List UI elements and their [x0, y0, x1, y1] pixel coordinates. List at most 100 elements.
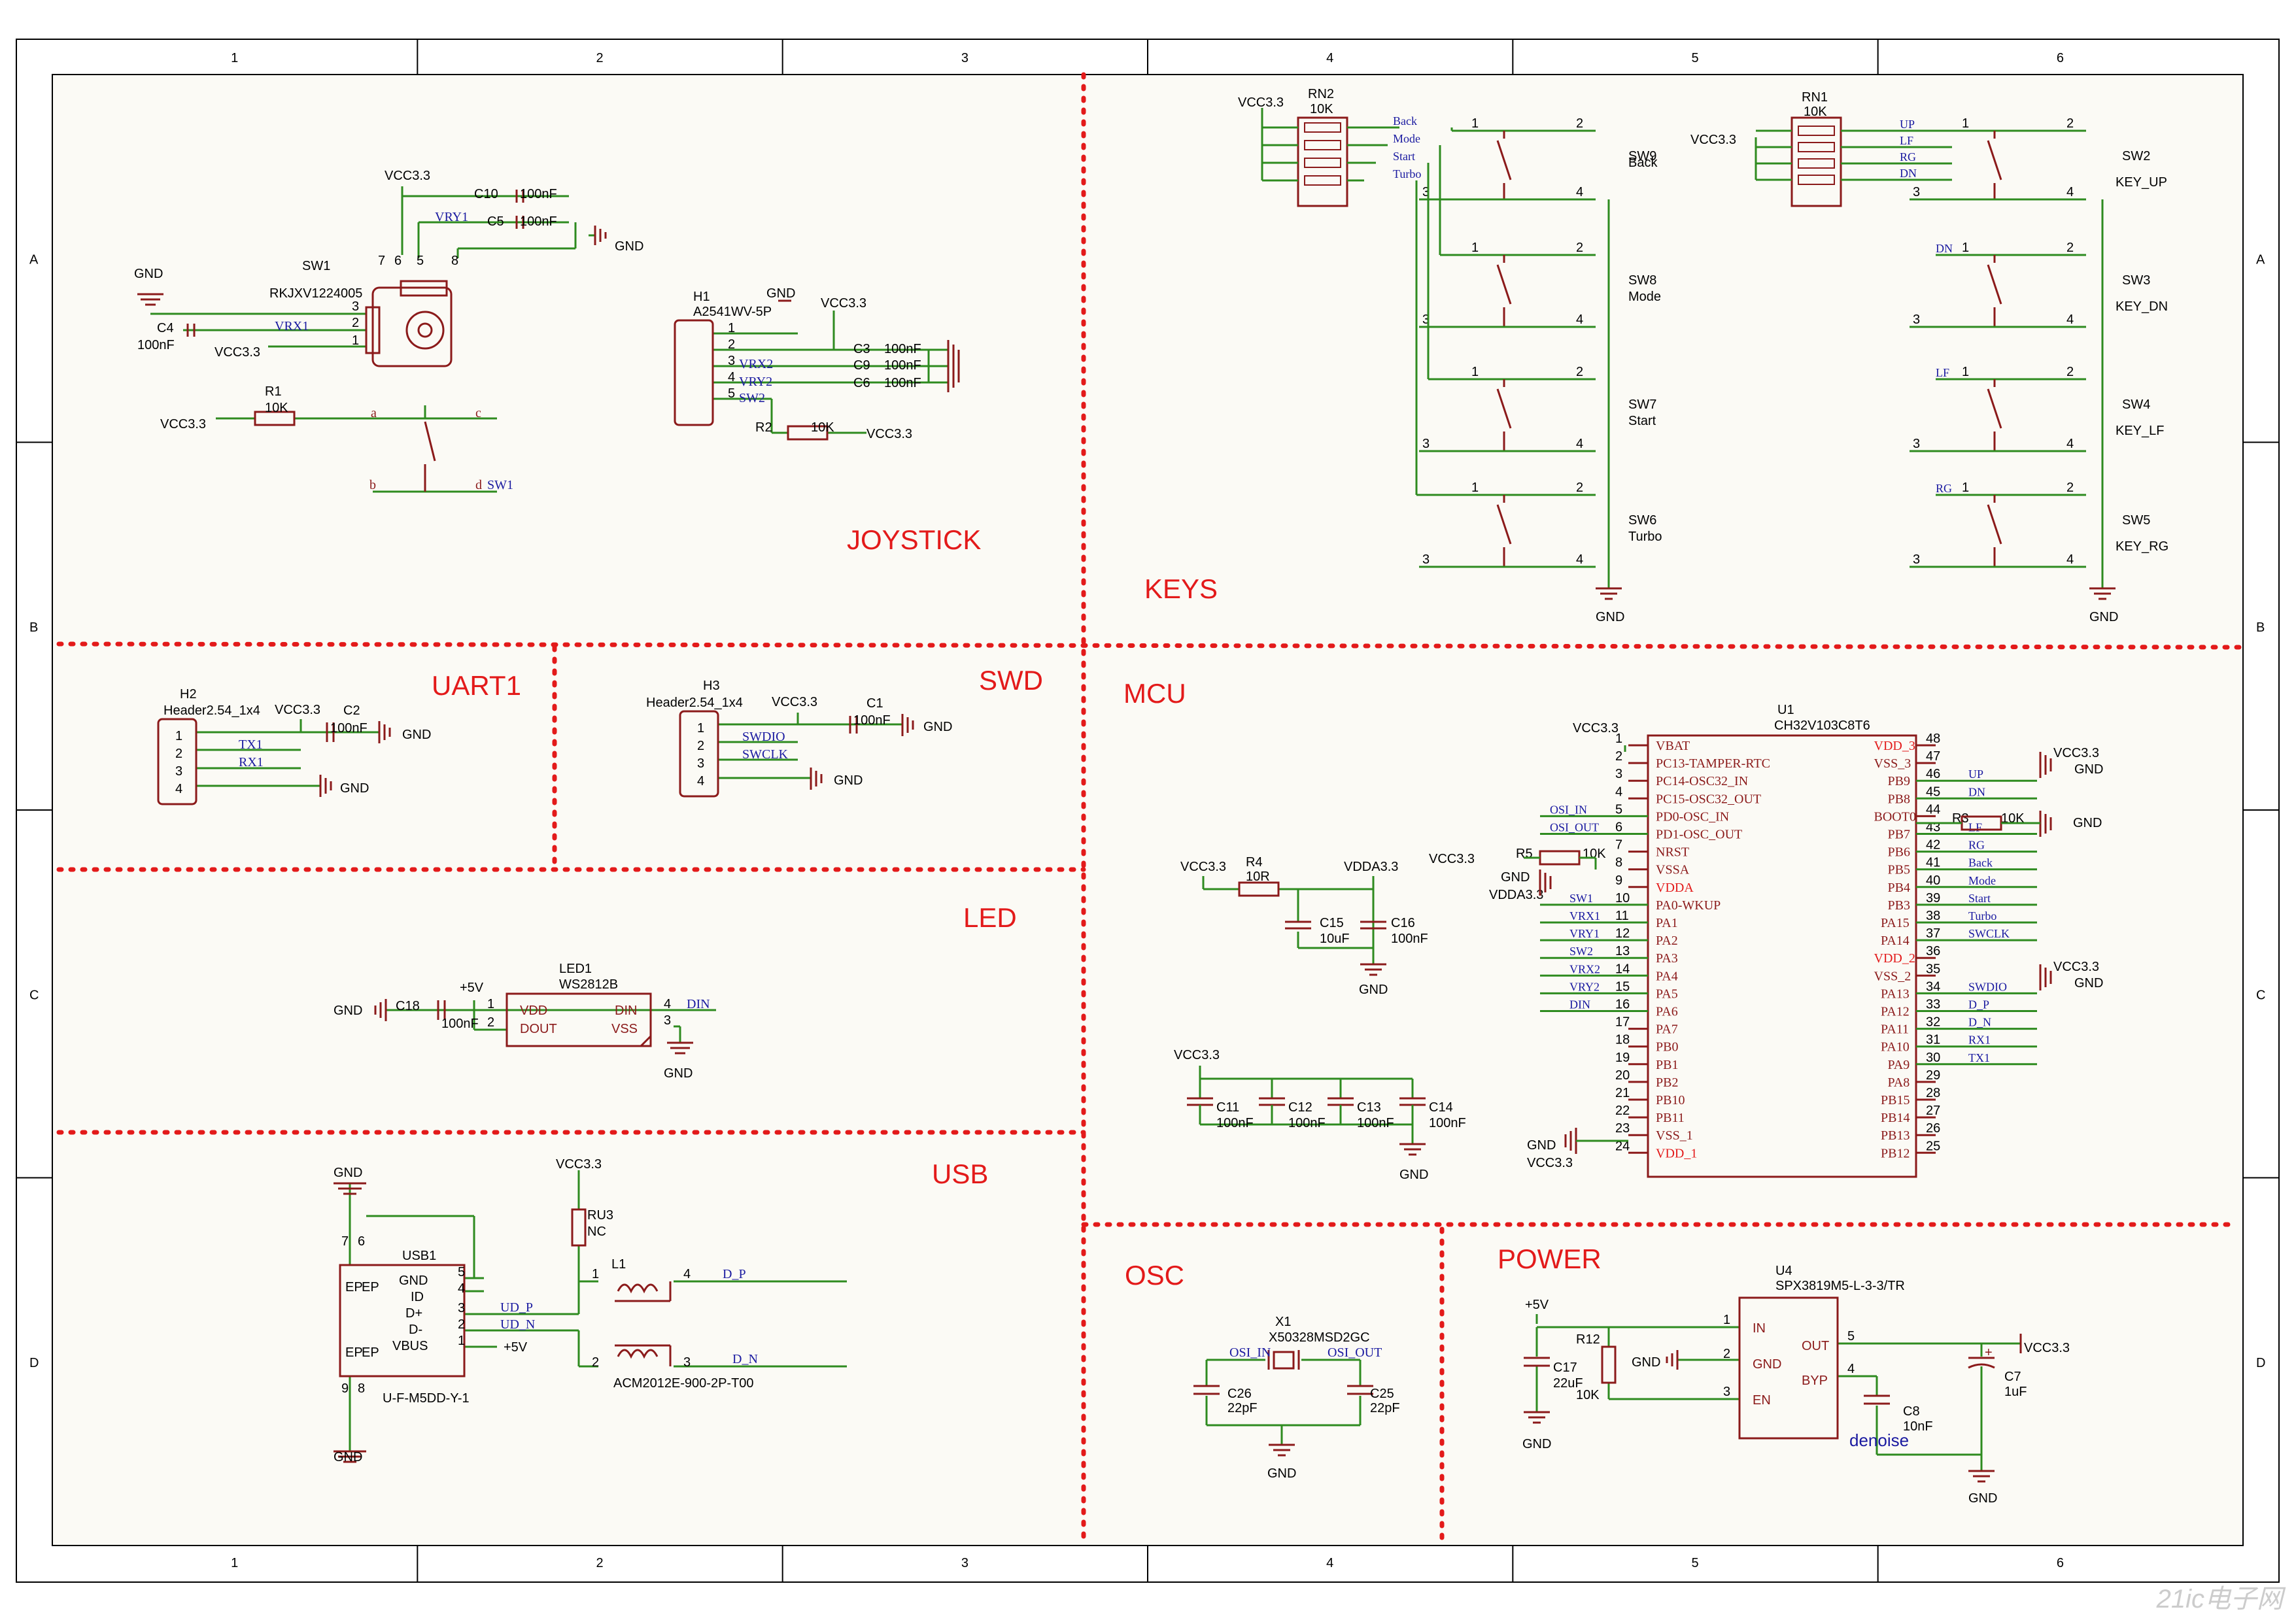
u1-right-pin-num: 29 [1926, 1068, 1940, 1083]
u1-left-pin-name: PB1 [1656, 1058, 1678, 1072]
h2-ref: H2 [180, 687, 197, 701]
u1-right-pin-num: 28 [1926, 1086, 1940, 1100]
rn1-ref: RN1 [1802, 90, 1828, 105]
u1-right-net-up: UP [1968, 768, 1983, 781]
u1-left-net-vrx2: VRX2 [1569, 962, 1600, 975]
u1-left-pin-name: VDDA [1656, 881, 1694, 895]
l1-pin-2: 2 [592, 1355, 599, 1370]
section-title-swd: SWD [979, 665, 1043, 696]
u1-left-net-sw1: SW1 [1569, 892, 1593, 905]
decap-val: 100nF [1357, 1116, 1394, 1130]
frame-col-label-top: 5 [1692, 51, 1699, 65]
vry1-net: VRY1 [435, 210, 468, 224]
joy-pin-8: 8 [451, 254, 458, 268]
vdda-label: VDDA3.3 [1344, 860, 1398, 874]
switch-pin-2: 2 [1576, 481, 1583, 495]
r4-vcc: VCC3.3 [1180, 860, 1226, 874]
r4-val: 10R [1246, 870, 1270, 884]
u4-pin-in: IN [1753, 1321, 1766, 1336]
uart1-section: H2 Header2.54_1x4 VCC3.3 C2 100nF GND GN… [157, 687, 431, 805]
uart-net-tx1: TX1 [239, 737, 263, 752]
rn2-net-turbo: Turbo [1393, 167, 1421, 180]
u1-right-net-rg: RG [1968, 839, 1985, 852]
u1-right-pin-name: PB6 [1888, 845, 1910, 860]
usb-pin-gnd: GND [399, 1274, 428, 1288]
h2-pin-4: 4 [175, 782, 182, 796]
decap-gnd: GND [1399, 1168, 1428, 1182]
h2-part: Header2.54_1x4 [163, 703, 260, 718]
usb-ep-4: EP [362, 1345, 379, 1360]
u1-left-pin-num: 6 [1615, 820, 1622, 835]
c5-val: 100nF [520, 214, 557, 229]
u1-left-net-vrx1: VRX1 [1569, 909, 1600, 922]
joy-pin-1: 1 [352, 333, 359, 348]
u4-pin-num-4: 4 [1847, 1362, 1855, 1376]
u1-left-pin-name: PB10 [1656, 1093, 1685, 1107]
u1-left-pin-name: PA5 [1656, 987, 1678, 1001]
switch-name-turbo: Turbo [1628, 530, 1662, 544]
x1-ref: X1 [1275, 1315, 1291, 1329]
c8-val: 10nF [1903, 1419, 1933, 1434]
osc-net-out: OSI_OUT [1328, 1345, 1382, 1360]
led-c18-val: 100nF [441, 1017, 479, 1031]
rn1-val: 10K [1804, 105, 1827, 119]
joy-pin-b: b [369, 478, 376, 492]
vrx1-net: VRX1 [275, 319, 309, 333]
joy-pin-7: 7 [378, 254, 385, 268]
u1-left-pin-num: 22 [1615, 1104, 1630, 1118]
usb-left-pin-9: 9 [341, 1381, 349, 1396]
u4-pin-num-2: 2 [1723, 1347, 1730, 1361]
led-net-din: DIN [687, 997, 710, 1011]
r1-ref: R1 [265, 384, 282, 399]
switch-pin-1: 1 [1962, 241, 1969, 255]
frame-col-label-top: 6 [2057, 51, 2064, 65]
swd-c1: C1 [866, 696, 883, 711]
u1-right-pin-name: BOOT0 [1874, 809, 1916, 824]
u1-left-pin-num: 7 [1615, 838, 1622, 853]
usb-5v: +5V [504, 1340, 528, 1355]
u1-left-pin-name: VSSA [1656, 863, 1690, 877]
rn2-net-mode: Mode [1393, 132, 1420, 145]
u1-right-pin-name: PA8 [1888, 1075, 1910, 1090]
decap-ref-c12: C12 [1288, 1100, 1312, 1115]
usb-pin-dn: D- [409, 1323, 422, 1337]
frame-row-label-left: C [29, 988, 39, 1002]
sw1-net: SW1 [487, 478, 513, 492]
u1-right-pin-num: 37 [1926, 926, 1940, 941]
u1-left-pin-num: 1 [1615, 732, 1622, 746]
u1-right-pin-num: 33 [1926, 998, 1940, 1012]
ru3-val: NC [587, 1225, 606, 1239]
key-net-lf: LF [1936, 366, 1949, 379]
mcu-vcc-top: VCC3.3 [1573, 721, 1619, 735]
frame-col-label-top: 1 [231, 51, 238, 65]
rn1-net-lf: LF [1900, 134, 1913, 147]
rn2-val: 10K [1310, 102, 1333, 116]
u1-right-pin-num: 39 [1926, 891, 1940, 905]
u1-right-pin-name: PB8 [1888, 792, 1910, 806]
u1-right-pin-num: 31 [1926, 1033, 1940, 1047]
c16-val: 100nF [1391, 932, 1428, 946]
c17-ref: C17 [1553, 1360, 1577, 1375]
h2-pin-3: 3 [175, 764, 182, 779]
h1-net-sw2: SW2 [739, 391, 765, 405]
led-section: LED1 WS2812B C18 100nF GND GND +5V VDD D… [334, 962, 716, 1081]
u1-right-pin-num: 40 [1926, 873, 1940, 888]
c16-ref: C16 [1391, 916, 1415, 930]
u1-left-pin-name: VSS_1 [1656, 1128, 1693, 1143]
mcu-vdda-pin: VDDA3.3 [1489, 888, 1543, 902]
joystick-vcc-r1: VCC3.3 [160, 417, 206, 431]
u4-pin-num-1: 1 [1723, 1313, 1730, 1327]
h1-vcc: VCC3.3 [821, 296, 866, 311]
c7-val: 1uF [2004, 1385, 2027, 1399]
led-pin-din: DIN [615, 1004, 637, 1018]
vdda-gnd: GND [1359, 983, 1388, 997]
decap-val: 100nF [1288, 1116, 1326, 1130]
usb-pin-id: ID [411, 1290, 424, 1304]
mcu-gnd-r5: GND [1501, 870, 1530, 885]
u1-left-pin-name: VBAT [1656, 739, 1690, 753]
x1-part: X50328MSD2GC [1269, 1330, 1370, 1345]
h1-c9: C9 [853, 358, 870, 373]
usb-net-dp: D_P [723, 1267, 746, 1281]
switch-pin-2: 2 [2066, 116, 2074, 131]
u1-left-pin-name: PC15-OSC32_OUT [1656, 792, 1761, 806]
